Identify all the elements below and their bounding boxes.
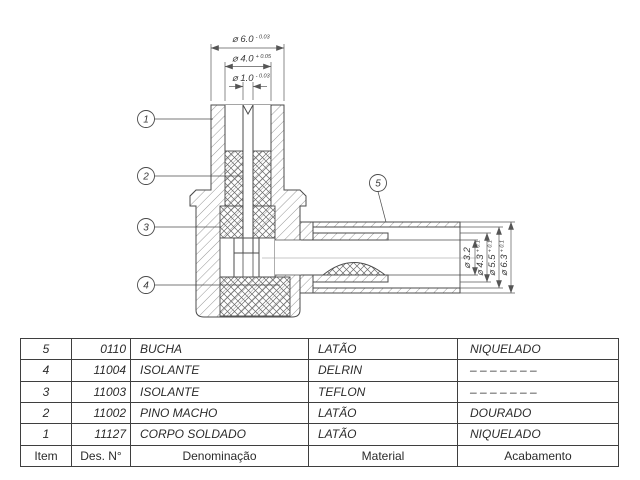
cell-material: TEFLON <box>308 380 458 403</box>
cell-des-n: 11127 <box>71 423 131 446</box>
pin-tip-chamfer <box>242 104 254 116</box>
cell-item: 3 <box>20 380 72 403</box>
header-material: Material <box>308 444 458 468</box>
inner-details <box>219 104 480 317</box>
insulator-delrin <box>219 276 291 317</box>
leader-5 <box>377 191 387 223</box>
dim-text-6_0: ⌀ 6.0- 0.03 <box>232 34 271 45</box>
header-des-n: Des. N° <box>71 444 131 468</box>
balloon-callouts: 1 2 3 4 5 <box>137 110 387 294</box>
top-dimensions: ⌀ 6.0- 0.03 ⌀ 4.0+ 0.05 ⌀ 1.0- 0.03 <box>210 34 285 101</box>
cell-acabamento: DOURADO <box>457 401 619 425</box>
balloon-2-num: 2 <box>142 172 149 183</box>
cell-item: 5 <box>20 337 72 361</box>
cell-denominacao: CORPO SOLDADO <box>130 423 309 446</box>
dim-text-1_0: ⌀ 1.0- 0.03 <box>232 73 271 84</box>
parts-table: 5 0110 BUCHA LATÃO NIQUELADO 4 11004 ISO… <box>20 337 619 468</box>
dim-text-3_2: ⌀ 3.2 <box>462 247 473 269</box>
table-row: 2 11002 PINO MACHO LATÃO DOURADO <box>20 401 619 425</box>
table-row: 5 0110 BUCHA LATÃO NIQUELADO <box>20 337 619 361</box>
right-dimensions: ⌀ 3.2 ⌀ 4.3+ 0.1 ⌀ 5.5+ 0.1 ⌀ 6.3+ 0.1 <box>460 221 515 294</box>
table-row: 3 11003 ISOLANTE TEFLON – – – – – – – <box>20 380 619 403</box>
balloon-1-num: 1 <box>143 115 149 126</box>
cell-material: LATÃO <box>308 337 458 361</box>
body-barrel-step-top <box>299 221 314 241</box>
body-tube-top-wall <box>312 232 389 241</box>
balloon-4-num: 4 <box>143 281 149 292</box>
pin-solder-cup <box>233 237 260 278</box>
body-tube-bottom-wall <box>312 274 389 283</box>
cell-material: LATÃO <box>308 401 458 425</box>
cell-denominacao: BUCHA <box>130 337 309 361</box>
cell-denominacao: ISOLANTE <box>130 359 309 382</box>
dim-text-4_3: ⌀ 4.3+ 0.1 <box>475 240 486 276</box>
table-header-row: Item Des. N° Denominação Material Acabam… <box>20 444 619 468</box>
extension-lines-right <box>460 221 515 294</box>
cell-acabamento: – – – – – – – <box>457 359 619 382</box>
cell-denominacao: ISOLANTE <box>130 380 309 403</box>
pin-male-contact <box>234 104 259 277</box>
cell-des-n: 11003 <box>71 380 131 403</box>
balloon-2 <box>137 167 155 185</box>
cell-acabamento: NIQUELADO <box>457 337 619 361</box>
header-item: Item <box>20 444 72 468</box>
dim-text-6_3: ⌀ 6.3+ 0.1 <box>499 240 510 276</box>
cell-acabamento: – – – – – – – <box>457 380 619 403</box>
table-row: 1 11127 CORPO SOLDADO LATÃO NIQUELADO <box>20 423 619 446</box>
cell-des-n: 11004 <box>71 359 131 382</box>
cell-des-n: 0110 <box>71 337 131 361</box>
cell-item: 1 <box>20 423 72 446</box>
cell-des-n: 11002 <box>71 401 131 425</box>
cell-item: 2 <box>20 401 72 425</box>
balloon-1 <box>137 110 155 128</box>
barrel <box>312 221 461 294</box>
cell-material: LATÃO <box>308 423 458 446</box>
bucha-sleeve-bottom-wall <box>312 287 461 294</box>
balloon-3 <box>137 218 155 236</box>
header-denominacao: Denominação <box>130 444 309 468</box>
balloon-5 <box>369 174 387 192</box>
knurl-lens <box>321 262 387 276</box>
dim-text-5_5: ⌀ 5.5+ 0.1 <box>487 240 498 276</box>
header-acabamento: Acabamento <box>457 444 619 468</box>
dim-text-4_0: ⌀ 4.0+ 0.05 <box>232 54 272 65</box>
bore-through-flange <box>275 240 301 275</box>
cell-acabamento: NIQUELADO <box>457 423 619 446</box>
cell-item: 4 <box>20 359 72 382</box>
balloon-4 <box>137 276 155 294</box>
cell-material: DELRIN <box>308 359 458 382</box>
pin-shaft-fill <box>243 105 253 240</box>
body-barrel-step-bottom <box>299 274 314 294</box>
bucha-sleeve-top-wall <box>312 221 461 228</box>
cell-denominacao: PINO MACHO <box>130 401 309 425</box>
balloon-3-num: 3 <box>143 223 149 234</box>
balloon-5-num: 5 <box>375 179 381 190</box>
table-row: 4 11004 ISOLANTE DELRIN – – – – – – – <box>20 359 619 382</box>
